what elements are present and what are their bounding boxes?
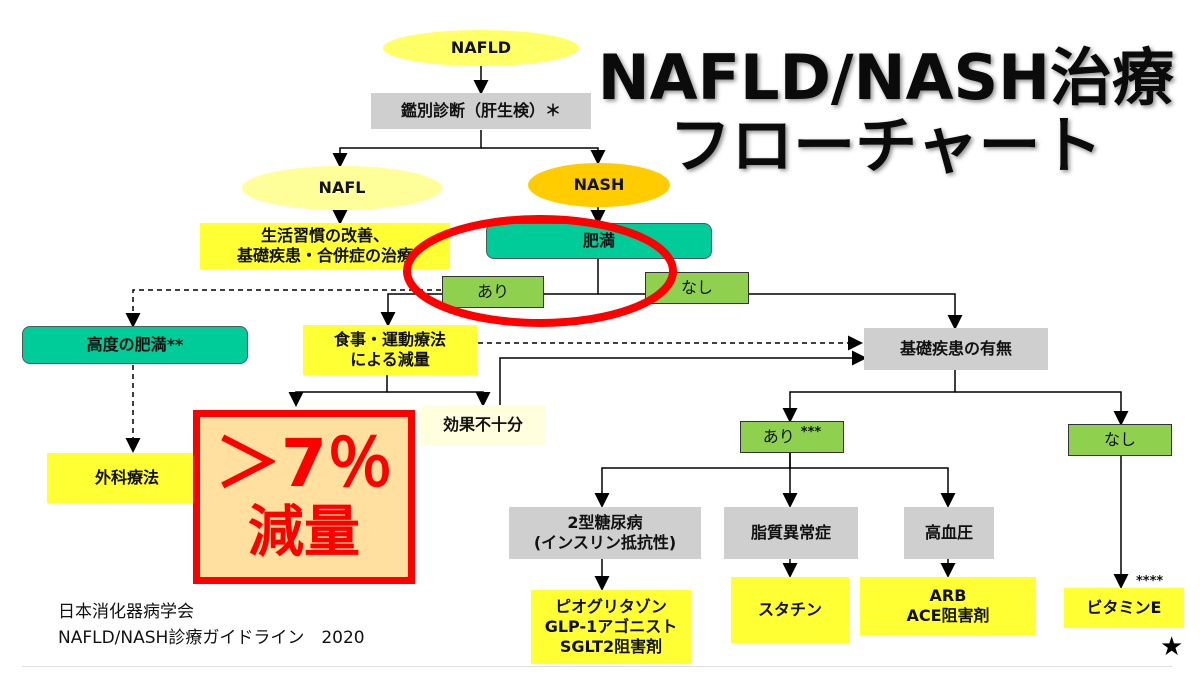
node-lifestyle-label: 生活習慣の改善、 基礎疾患・合併症の治療 xyxy=(236,226,413,265)
node-insufficient-label: 効果不十分 xyxy=(442,415,523,434)
star-icon: ★ xyxy=(1160,632,1184,662)
connector-yes-hypertension xyxy=(790,467,956,508)
node-hypertension: 高血圧 xyxy=(904,507,994,559)
connector-diet-split xyxy=(288,375,388,407)
node-diagnosis: 鑑別診断（肝生検）＊ xyxy=(371,93,591,129)
node-hypertension-label: 高血圧 xyxy=(924,523,973,542)
node-nash: NASH xyxy=(528,163,670,207)
footer-divider xyxy=(22,666,1172,667)
connector-dashed-severe xyxy=(125,289,450,328)
node-obesity-no: なし xyxy=(645,272,749,304)
connector-yes-diabetes xyxy=(594,452,791,508)
node-obesity-yes-label: あり xyxy=(476,282,509,301)
node-underlying-yes: あり *** xyxy=(740,421,844,453)
source-citation: 日本消化器病学会 NAFLD/NASH診療ガイドライン 2020 xyxy=(58,599,365,651)
node-surgery: 外科療法 xyxy=(47,453,207,503)
connector-underlying-no xyxy=(955,391,1129,426)
node-severe-obesity: 高度の肥満** xyxy=(22,326,248,364)
node-arb-label: ARB ACE阻害剤 xyxy=(906,586,990,625)
slide-title-line1: NAFLD/NASH治療 xyxy=(597,41,1174,114)
node-nafl-label: NAFL xyxy=(318,178,366,197)
node-diagnosis-label: 鑑別診断（肝生検）＊ xyxy=(400,101,561,120)
slide-title-line2: フローチャート xyxy=(669,109,1103,182)
connector-diet-insufficient xyxy=(387,391,491,407)
weight-loss-callout: ＞7％ 減量 xyxy=(193,410,415,584)
node-obesity-label: 肥満 xyxy=(582,231,615,250)
node-statin: スタチン xyxy=(731,577,849,643)
connector-diagnosis-split xyxy=(332,130,482,168)
node-arb: ARB ACE阻害剤 xyxy=(860,577,1036,635)
node-dyslipidemia-label: 脂質異常症 xyxy=(750,523,831,542)
node-surgery-label: 外科療法 xyxy=(94,468,159,487)
node-underlying-label: 基礎疾患の有無 xyxy=(899,339,1012,358)
source-line2: NAFLD/NASH診療ガイドライン 2020 xyxy=(58,628,365,648)
node-severe-obesity-label: 高度の肥満** xyxy=(86,335,184,354)
node-nash-label: NASH xyxy=(573,175,625,194)
node-underlying-no: なし xyxy=(1068,424,1172,456)
weight-loss-percent: ＞7％ xyxy=(215,425,393,502)
node-vitamin-e-label: ビタミンE xyxy=(1086,598,1162,617)
node-diet: 食事・運動療法 による減量 xyxy=(303,325,477,375)
connector-insufficient-underlying xyxy=(499,350,867,408)
node-lifestyle: 生活習慣の改善、 基礎疾患・合併症の治療 xyxy=(200,223,450,269)
node-nafld-label: NAFLD xyxy=(450,38,512,57)
slide-title: NAFLD/NASH治療 フローチャート xyxy=(598,44,1174,180)
node-underlying-yes-label: あり xyxy=(762,427,795,446)
node-obesity-yes: あり xyxy=(442,276,544,308)
source-line1: 日本消化器病学会 xyxy=(58,602,194,622)
node-diabetes-label: 2型糖尿病 (インスリン抵抗性) xyxy=(533,513,677,552)
node-diabetes: 2型糖尿病 (インスリン抵抗性) xyxy=(509,507,701,559)
vitamin-e-note: **** xyxy=(1136,574,1164,589)
weight-loss-label: 減量 xyxy=(248,500,360,565)
node-diabetes-drugs-label: ピオグリタゾン GLP-1アゴニスト SGLT2阻害剤 xyxy=(544,597,678,656)
node-underlying: 基礎疾患の有無 xyxy=(864,328,1048,370)
node-nafld: NAFLD xyxy=(383,30,579,66)
node-diabetes-drugs: ピオグリタゾン GLP-1アゴニスト SGLT2阻害剤 xyxy=(531,590,691,664)
connector-underlying-split xyxy=(782,370,956,423)
node-underlying-yes-note: *** xyxy=(800,425,822,440)
connector-diagnosis-nash xyxy=(481,147,606,165)
node-underlying-no-label: なし xyxy=(1103,430,1136,449)
node-statin-label: スタチン xyxy=(757,600,822,619)
node-dyslipidemia: 脂質異常症 xyxy=(724,507,858,559)
node-obesity-no-label: なし xyxy=(680,278,713,297)
node-obesity: 肥満 xyxy=(486,223,712,259)
node-insufficient: 効果不十分 xyxy=(420,405,546,445)
node-nafl: NAFL xyxy=(242,166,442,210)
node-diet-label: 食事・運動療法 による減量 xyxy=(333,330,446,369)
node-vitamin-e: ビタミンE xyxy=(1064,588,1184,628)
